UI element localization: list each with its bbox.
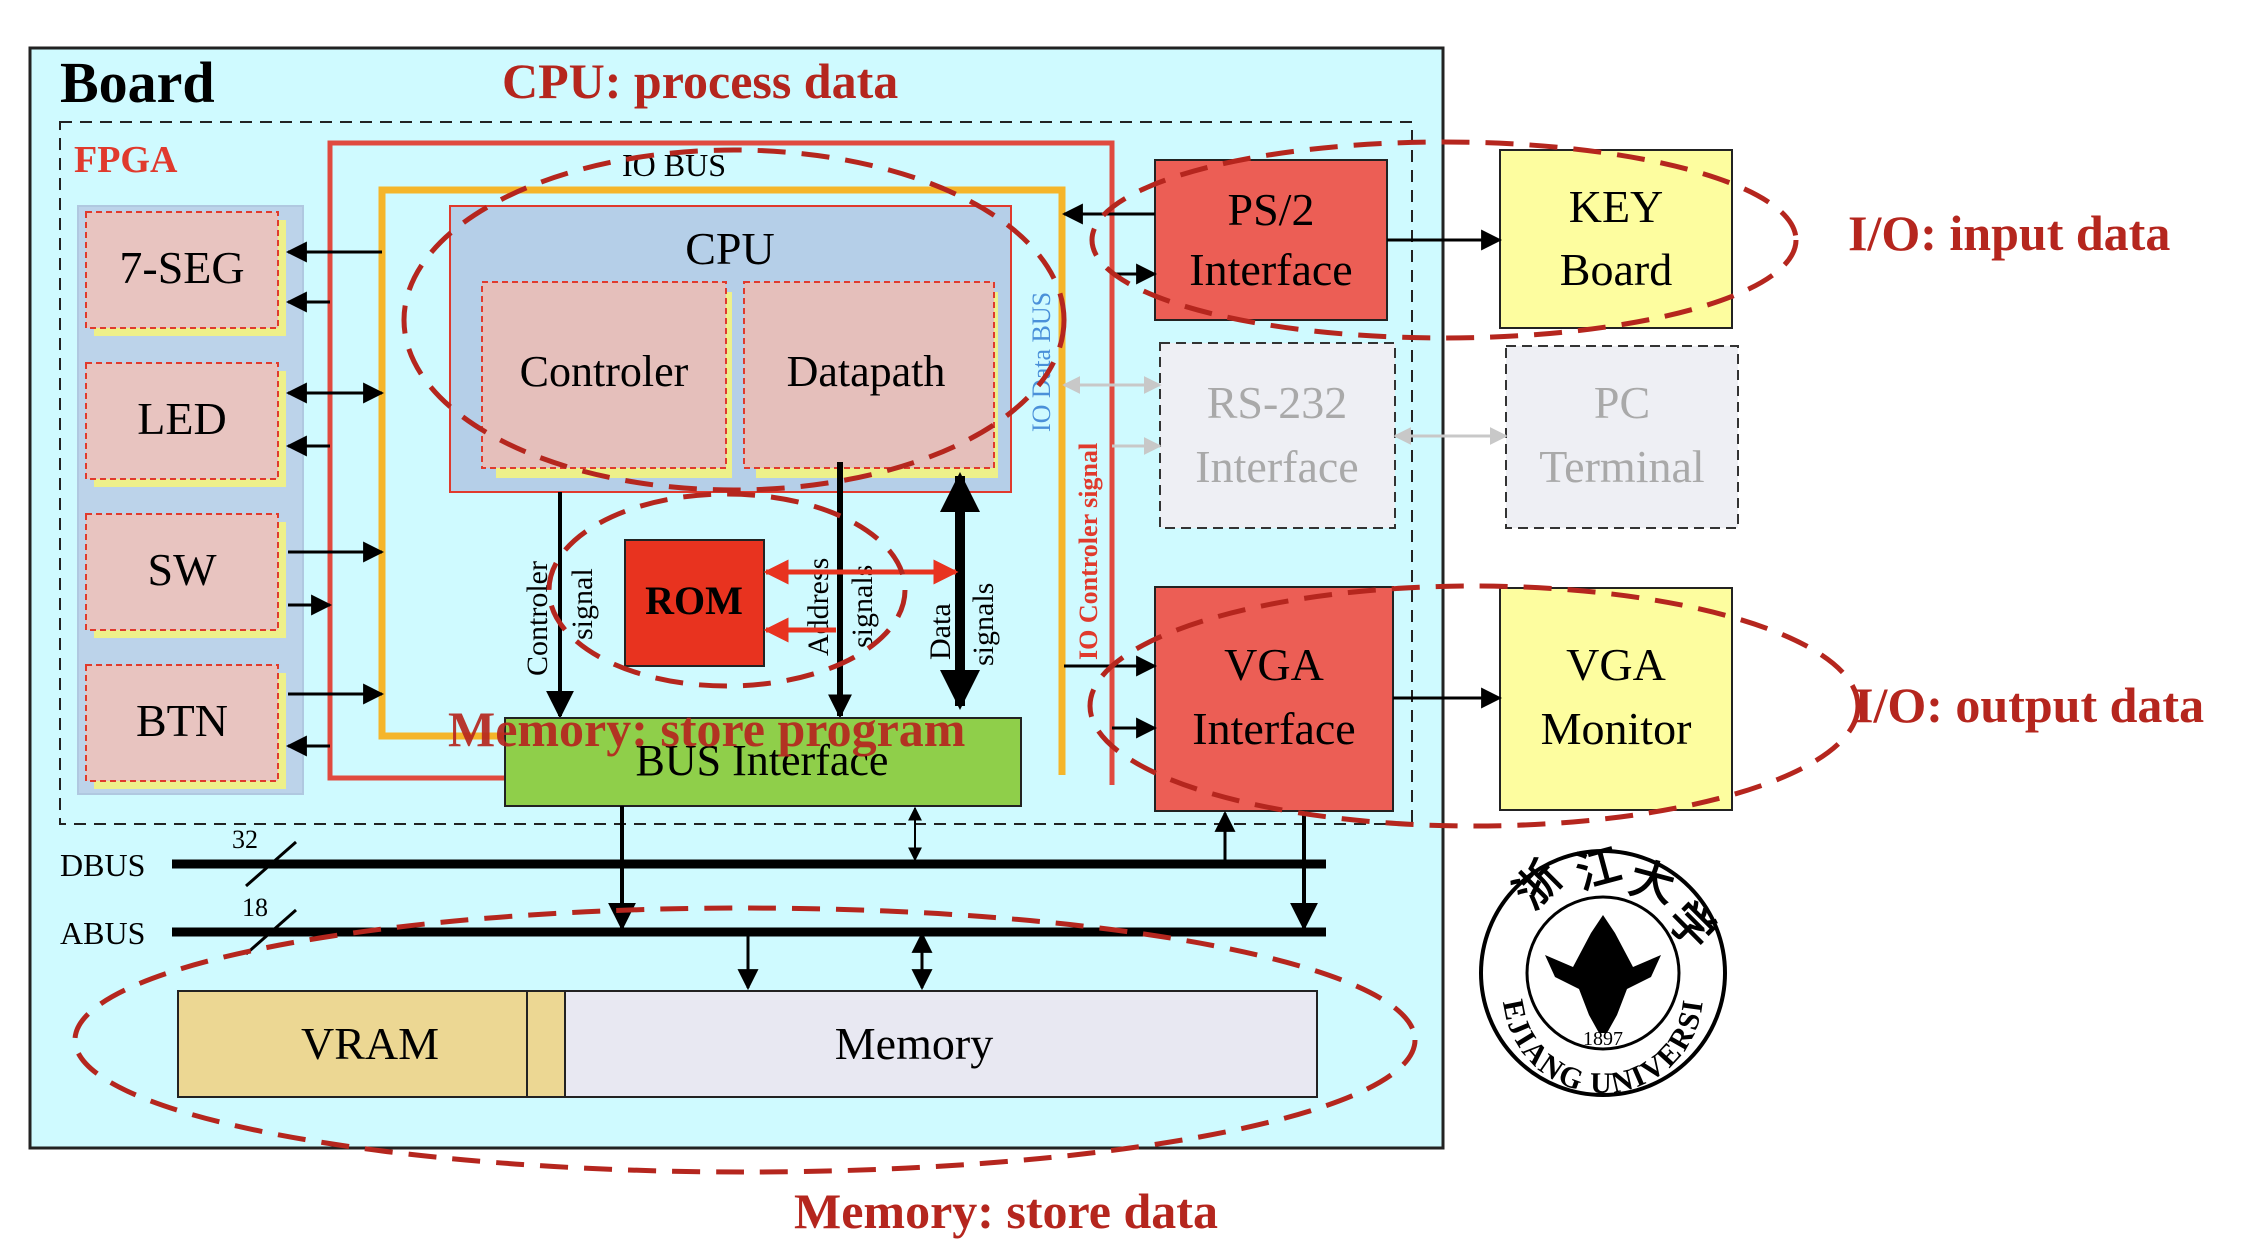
key-board-label-2: Board (1560, 244, 1672, 295)
io-bus-line (378, 186, 1066, 775)
vga-interface-label-2: Interface (1192, 703, 1355, 754)
abus-label: ABUS (60, 915, 145, 951)
io-controler-line (327, 140, 1115, 785)
io-device-7seg: 7-SEG (85, 211, 286, 336)
vga-monitor-box (1499, 587, 1733, 811)
annotation-io-output: I/O: output data (1854, 677, 2204, 733)
io-device-sw-label: SW (148, 544, 218, 595)
interface-arrows (1061, 203, 1508, 739)
io-device-btn-label: BTN (136, 695, 228, 746)
key-board-box (1499, 149, 1733, 329)
annotation-cpu: CPU: process data (502, 53, 898, 109)
rom-box (624, 539, 765, 667)
pc-terminal-label-1: PC (1594, 377, 1650, 428)
bus-interface-box (504, 717, 1022, 807)
data-signal-label-1: Data (924, 603, 957, 660)
ps2-interface-box (1154, 159, 1388, 321)
ps2-label-1: PS/2 (1228, 184, 1315, 235)
memory-box (564, 990, 1318, 1098)
ps2-label-2: Interface (1189, 244, 1352, 295)
annotation-memory-program: Memory: store program (448, 701, 965, 757)
address-signal-label-2: signals (846, 565, 879, 648)
key-board-label-1: KEY (1569, 181, 1664, 232)
cpu-label: CPU (685, 223, 774, 274)
annotation-ellipses (72, 139, 1861, 1175)
datapath-box (743, 281, 995, 469)
controler-label: Controler (520, 347, 689, 396)
data-signal-label-2: signals (967, 583, 1000, 666)
cpu-signal-lines (546, 462, 980, 719)
io-device-sw: SW (85, 513, 286, 638)
rs232-interface-box (1159, 342, 1396, 529)
memory-label: Memory (835, 1018, 993, 1069)
dbus-width-label: 32 (232, 825, 258, 854)
vga-interface-box (1154, 586, 1394, 812)
io-device-led-label: LED (137, 393, 226, 444)
io-device-led: LED (85, 362, 286, 487)
vram-box (177, 990, 566, 1098)
rom-arrows (763, 559, 959, 643)
rom-label: ROM (645, 578, 743, 623)
university-logo: ZHEJIANG UNIVERSITY 1897 浙 江 大 学 (1479, 840, 1727, 1100)
io-device-arrows (285, 241, 385, 757)
io-controler-signal-label: IO Controler signal (1074, 443, 1103, 660)
abus-width-label: 18 (242, 893, 268, 922)
logo-year: 1897 (1583, 1028, 1623, 1050)
vram-label: VRAM (301, 1018, 439, 1069)
vga-monitor-label-2: Monitor (1541, 703, 1692, 754)
io-device-7seg-label: 7-SEG (119, 242, 244, 293)
annotation-labels: CPU: process data Memory: store program … (448, 53, 2204, 1239)
fpga-label: FPGA (74, 139, 178, 181)
pc-terminal-box (1505, 345, 1739, 529)
controler-box (481, 281, 727, 469)
bus-interface-label: BUS Interface (636, 736, 889, 785)
bus-connection-arrows (608, 806, 1318, 991)
rs232-label-2: Interface (1195, 441, 1358, 492)
pc-terminal-label-2: Terminal (1539, 441, 1704, 492)
fpga-region (59, 121, 1413, 825)
annotation-io-input: I/O: input data (1848, 205, 2170, 261)
annotation-memory-data: Memory: store data (794, 1183, 1218, 1239)
controler-signal-label-2: signal (566, 568, 599, 640)
dbus-label: DBUS (60, 847, 145, 883)
board-label: Board (60, 50, 215, 115)
datapath-label: Datapath (787, 347, 946, 396)
io-device-btn: BTN (85, 664, 286, 789)
vga-interface-label-1: VGA (1224, 639, 1324, 690)
vga-monitor-label-1: VGA (1566, 639, 1666, 690)
rs232-label-1: RS-232 (1207, 377, 1348, 428)
